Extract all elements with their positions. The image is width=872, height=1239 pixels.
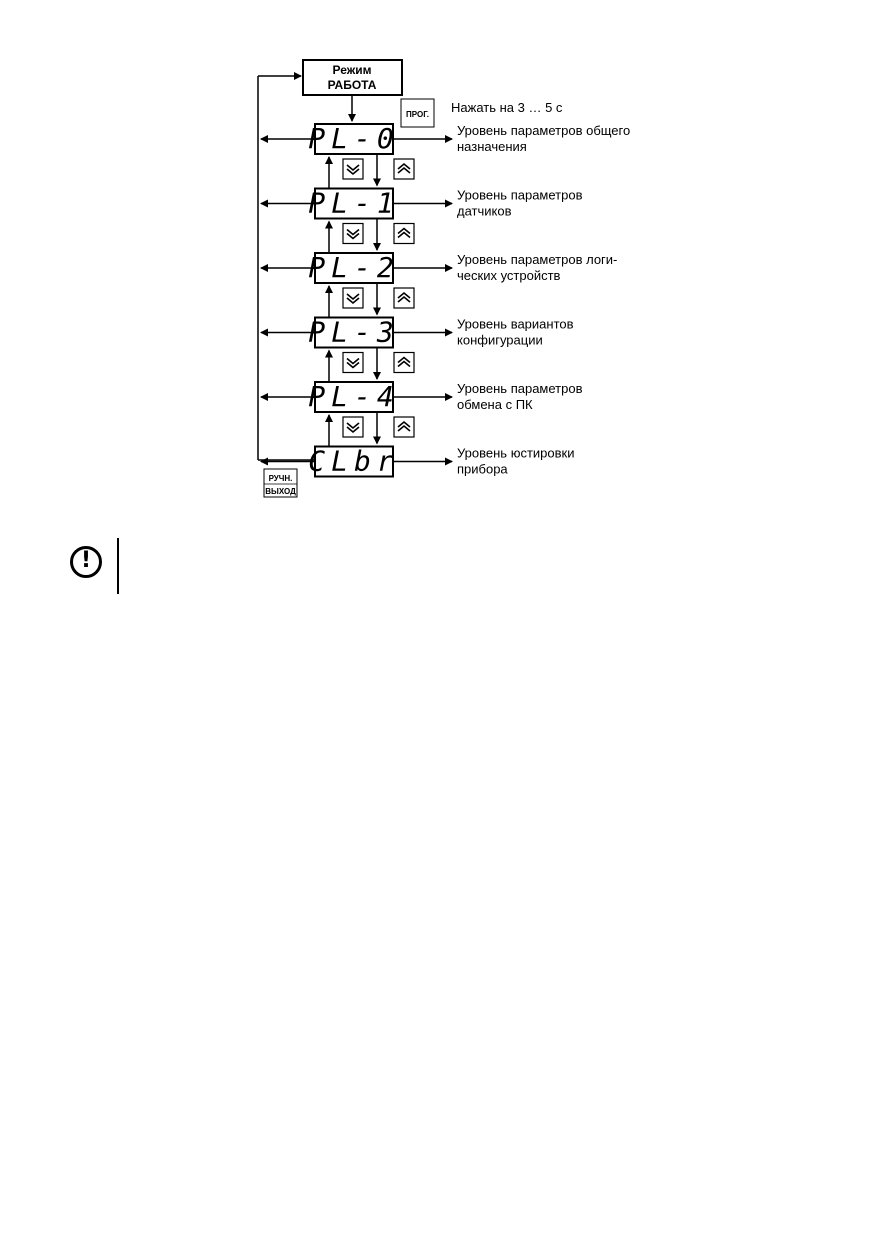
level-desc-line2: обмена с ПК <box>457 397 533 412</box>
mode-box-line1: Режим <box>333 63 372 77</box>
level-display-text: PL-2 <box>308 251 399 284</box>
level-desc-line1: Уровень юстировки <box>457 446 574 461</box>
level-display-text: PL-0 <box>308 122 399 155</box>
prog-hint: Нажать на 3 … 5 с <box>451 100 563 115</box>
double-chevron-up-icon <box>397 291 411 303</box>
level-display-text: PL-3 <box>308 316 399 349</box>
level-display-text: CLbr <box>308 445 399 478</box>
warning-divider <box>117 538 119 594</box>
double-chevron-up-icon <box>397 420 411 432</box>
up-button[interactable] <box>393 351 415 374</box>
level-desc-line1: Уровень параметров логи- <box>457 252 617 267</box>
double-chevron-down-icon <box>346 164 360 176</box>
up-button[interactable] <box>393 222 415 245</box>
level-display <box>314 123 394 155</box>
double-chevron-down-icon <box>346 293 360 305</box>
double-chevron-down-icon <box>346 228 360 240</box>
down-button[interactable] <box>342 416 364 438</box>
down-button[interactable] <box>342 158 364 180</box>
level-display <box>314 252 394 284</box>
level-desc-line1: Уровень вариантов <box>457 317 574 332</box>
level-desc-line1: Уровень параметров общего <box>457 123 630 138</box>
level-desc-line2: датчиков <box>457 204 512 219</box>
menu-structure-diagram: Режим РАБОТА ПРОГ. Нажать на 3 … 5 с PL-… <box>257 59 630 498</box>
double-chevron-up-icon <box>397 227 411 239</box>
level-display-text: PL-4 <box>308 380 399 413</box>
double-chevron-up-icon <box>397 162 411 174</box>
level-navigation <box>325 155 415 188</box>
double-chevron-down-icon <box>346 422 360 434</box>
double-chevron-down-icon <box>346 357 360 369</box>
level-navigation <box>325 284 415 317</box>
warning-notice: ! <box>68 538 128 596</box>
level-navigation <box>325 413 415 446</box>
level-navigation <box>325 219 415 252</box>
prog-button[interactable]: ПРОГ. <box>400 98 435 128</box>
up-button[interactable] <box>393 287 415 309</box>
up-button[interactable] <box>393 158 415 180</box>
level-desc-line1: Уровень параметров <box>457 381 583 396</box>
level-desc-line2: прибора <box>457 462 508 477</box>
level-desc-line2: назначения <box>457 139 527 154</box>
level-desc-line1: Уровень параметров <box>457 188 583 203</box>
level-desc-line2: ческих устройств <box>457 268 561 283</box>
level-display-text: PL-1 <box>308 187 399 220</box>
level-display <box>314 381 394 413</box>
exit-button-line1: РУЧН. <box>269 474 293 483</box>
level-desc-line2: конфигурации <box>457 333 543 348</box>
mode-box: Режим РАБОТА <box>302 59 403 96</box>
double-chevron-up-icon <box>397 356 411 368</box>
prog-button-label: ПРОГ. <box>406 110 429 119</box>
down-button[interactable] <box>342 222 364 245</box>
down-button[interactable] <box>342 287 364 309</box>
up-button[interactable] <box>393 416 415 438</box>
exit-button-line2: ВЫХОД <box>265 487 296 496</box>
level-row: PL-2 Уровень параметров логи-ческих устро… <box>260 251 617 284</box>
level-display <box>314 445 394 478</box>
exclamation-circle-icon <box>70 546 102 578</box>
level-navigation <box>325 348 415 381</box>
mode-box-line2: РАБОТА <box>328 78 377 92</box>
exclamation-mark: ! <box>80 548 92 573</box>
exit-button[interactable]: РУЧН. ВЫХОД <box>263 468 298 498</box>
down-button[interactable] <box>342 351 364 374</box>
level-display <box>314 187 394 220</box>
